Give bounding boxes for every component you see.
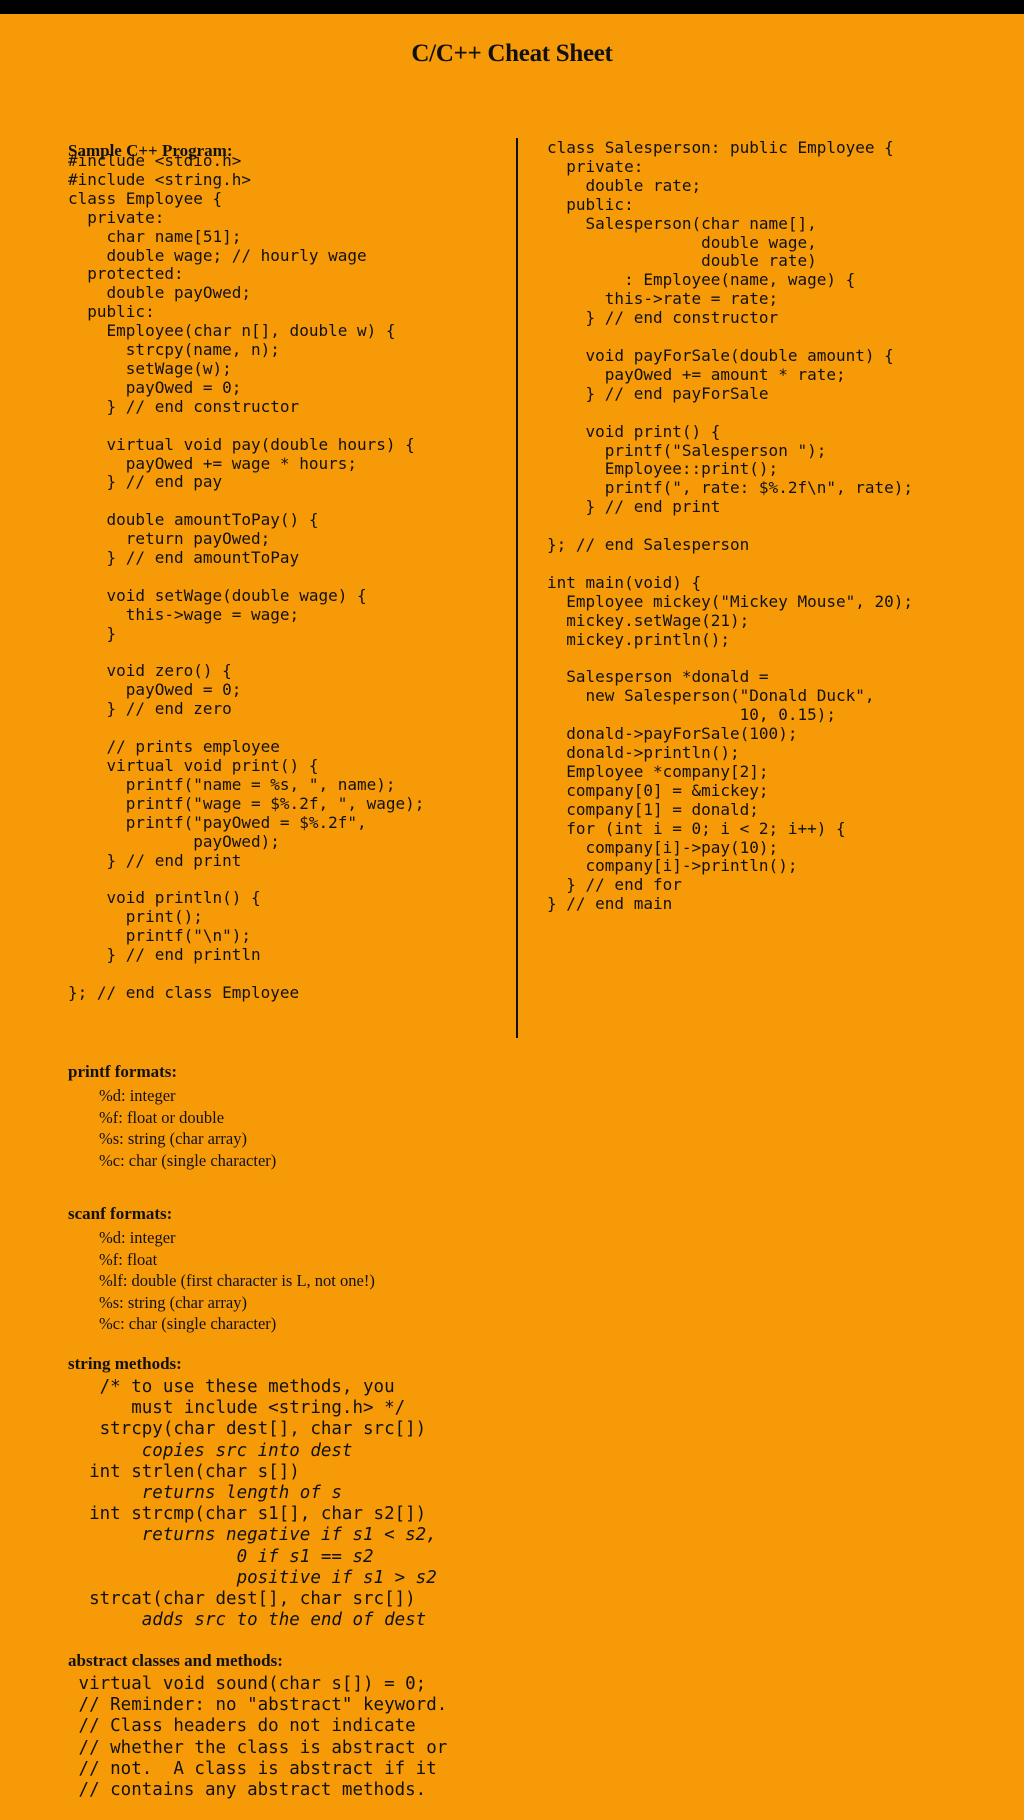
scanf-format-item: %s: string (char array) xyxy=(99,1292,247,1312)
string-method-signature: strcat(char dest[], char src[]) xyxy=(68,1589,416,1610)
printf-format-item: %c: char (single character) xyxy=(99,1150,277,1170)
string-methods-section: string methods: /* to use these methods,… xyxy=(68,1354,437,1631)
string-methods-heading: string methods: xyxy=(68,1354,182,1373)
string-method-description: 0 if s1 == s2 xyxy=(68,1546,374,1567)
scanf-format-item: %lf: double (first character is L, not o… xyxy=(99,1271,375,1290)
string-method-description: copies src into dest xyxy=(68,1440,353,1461)
string-method-description: returns negative if s1 < s2, xyxy=(68,1525,437,1546)
string-method-signature: must include <string.h> */ xyxy=(68,1398,406,1419)
printf-format-item: %d: integer xyxy=(99,1086,176,1105)
column-divider xyxy=(516,138,518,1038)
string-method-signature: int strlen(char s[]) xyxy=(68,1461,300,1482)
employee-class-code: #include <stdio.h> #include <string.h> c… xyxy=(68,151,425,1002)
string-method-description: adds src to the end of dest xyxy=(68,1610,427,1631)
scanf-formats-section: scanf formats: %d: integer %f: float %lf… xyxy=(68,1204,375,1335)
printf-format-item: %s: string (char array) xyxy=(99,1129,247,1148)
string-method-signature: strcpy(char dest[], char src[]) xyxy=(68,1419,427,1440)
abstract-classes-section: abstract classes and methods: virtual vo… xyxy=(68,1651,447,1801)
cheat-sheet-page: C/C++ Cheat Sheet Sample C++ Program: #i… xyxy=(0,14,1024,1820)
abstract-classes-code: virtual void sound(char s[]) = 0; // Rem… xyxy=(78,1674,448,1801)
printf-formats-section: printf formats: %d: integer %f: float or… xyxy=(68,1062,276,1171)
printf-formats-heading: printf formats: xyxy=(68,1062,178,1081)
scanf-formats-heading: scanf formats: xyxy=(68,1204,173,1223)
sample-program-heading: Sample C++ Program: xyxy=(68,141,233,160)
string-method-signature: /* to use these methods, you xyxy=(68,1377,395,1397)
salesperson-and-main-code: class Salesperson: public Employee { pri… xyxy=(547,138,914,914)
string-methods-list: /* to use these methods, you must includ… xyxy=(68,1377,437,1631)
page-title: C/C++ Cheat Sheet xyxy=(411,40,613,67)
string-method-signature: int strcmp(char s1[], char s2[]) xyxy=(68,1504,427,1525)
abstract-classes-heading: abstract classes and methods: xyxy=(68,1651,283,1670)
scanf-format-item: %f: float xyxy=(99,1249,158,1269)
scanf-format-item: %d: integer xyxy=(99,1228,176,1247)
string-method-description: positive if s1 > s2 xyxy=(68,1567,437,1588)
string-method-description: returns length of s xyxy=(68,1483,342,1504)
scanf-format-item: %c: char (single character) xyxy=(99,1314,277,1333)
printf-format-item: %f: float or double xyxy=(99,1107,225,1127)
